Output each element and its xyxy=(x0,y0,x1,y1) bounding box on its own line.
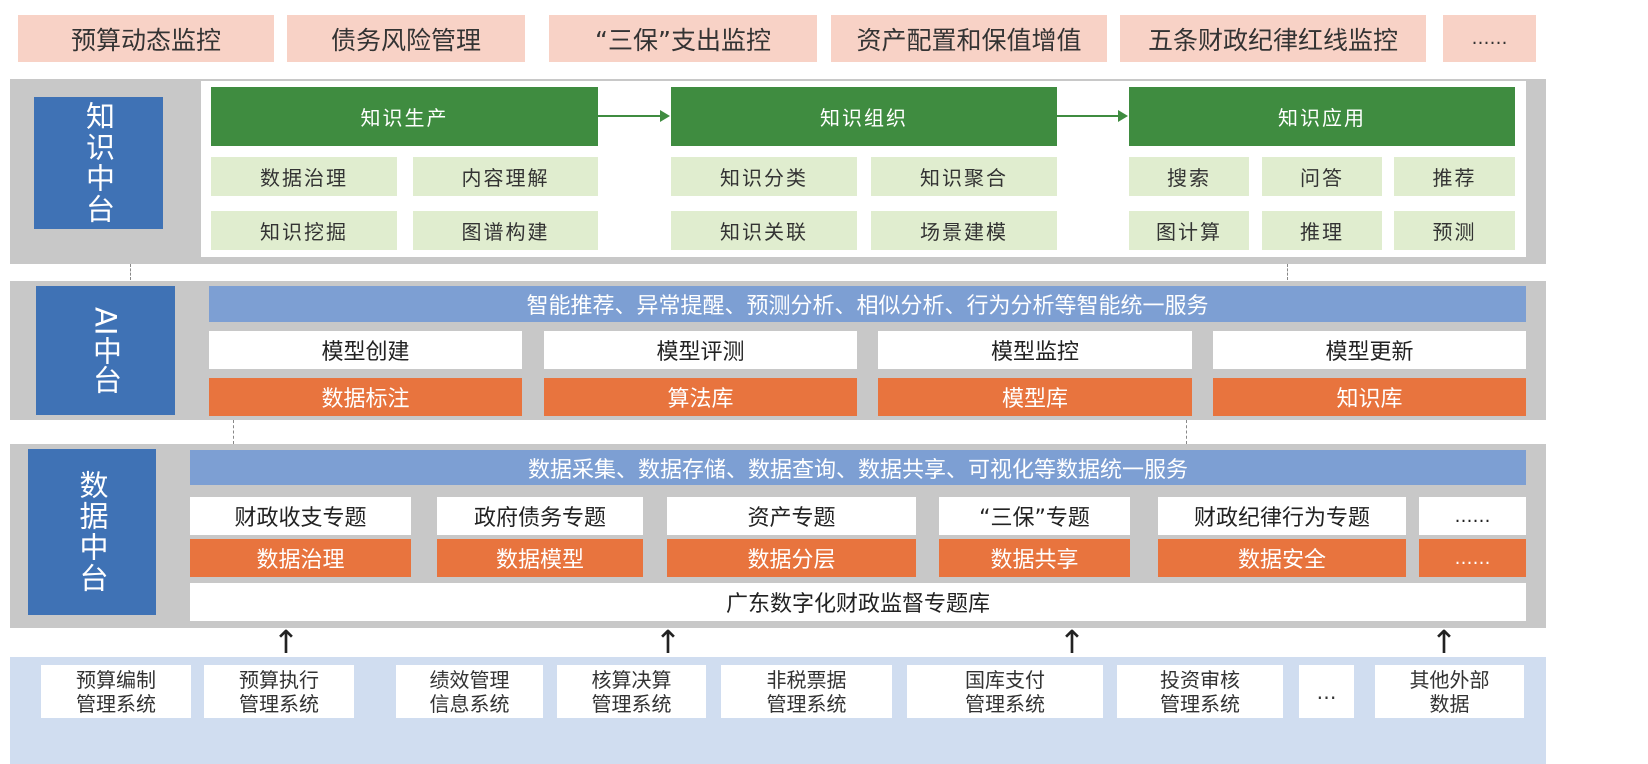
stage-item: 预测 xyxy=(1394,211,1515,250)
knowledge-platform-label: 知识中台 xyxy=(34,97,163,229)
model-cell: 模型更新 xyxy=(1213,331,1526,369)
stage-header-knowledge-application: 知识应用 xyxy=(1129,87,1515,146)
source-line: 管理系统 xyxy=(239,691,319,716)
function-cell: 数据治理 xyxy=(190,539,411,577)
dashed-connector xyxy=(1186,420,1187,444)
up-arrow-icon: ↑ xyxy=(1430,623,1458,661)
topic-cell-more: …… xyxy=(1419,497,1526,535)
source-line: 预算执行 xyxy=(239,667,319,692)
base-cell: 知识库 xyxy=(1213,378,1526,416)
source-system-cell: 国库支付管理系统 xyxy=(907,665,1103,718)
data-service-bar: 数据采集、数据存储、数据查询、数据共享、可视化等数据统一服务 xyxy=(190,450,1526,485)
model-cell: 模型评测 xyxy=(544,331,857,369)
stage-item: 内容理解 xyxy=(413,157,598,196)
stage-item: 知识聚合 xyxy=(871,157,1057,196)
source-line: 管理系统 xyxy=(965,691,1045,716)
flow-arrow-icon xyxy=(1056,110,1128,122)
model-cell: 模型创建 xyxy=(209,331,522,369)
stage-item: 推荐 xyxy=(1394,157,1515,196)
source-system-cell: 其他外部数据 xyxy=(1375,665,1524,718)
top-item-asset-allocation: 资产配置和保值增值 xyxy=(831,15,1107,62)
up-arrow-icon: ↑ xyxy=(272,623,300,661)
source-system-cell: 核算决算管理系统 xyxy=(557,665,706,718)
function-cell: 数据安全 xyxy=(1158,539,1406,577)
topic-cell: 资产专题 xyxy=(667,497,916,535)
topic-cell: “三保”专题 xyxy=(939,497,1130,535)
source-line: 非税票据 xyxy=(766,667,847,692)
stage-item: 知识分类 xyxy=(671,157,857,196)
topic-cell: 财政收支专题 xyxy=(190,497,411,535)
source-line: 投资审核 xyxy=(1160,667,1240,692)
base-cell: 数据标注 xyxy=(209,378,522,416)
source-line: 信息系统 xyxy=(429,691,510,716)
function-cell: 数据模型 xyxy=(437,539,643,577)
stage-item: 场景建模 xyxy=(871,211,1057,250)
dashed-connector xyxy=(233,420,234,444)
source-line: 绩效管理 xyxy=(429,667,510,692)
source-line: 管理系统 xyxy=(766,691,847,716)
source-line: 管理系统 xyxy=(1160,691,1240,716)
up-arrow-icon: ↑ xyxy=(654,623,682,661)
source-system-cell: 投资审核管理系统 xyxy=(1117,665,1283,718)
source-line: 管理系统 xyxy=(76,691,156,716)
source-line: 国库支付 xyxy=(965,667,1045,692)
ai-label-suffix: 中台 xyxy=(88,335,123,394)
stage-header-knowledge-organization: 知识组织 xyxy=(671,87,1057,146)
function-cell-more: …… xyxy=(1419,539,1526,577)
source-line: 管理系统 xyxy=(591,691,672,716)
source-system-cell-more: … xyxy=(1299,665,1354,718)
source-line: 数据 xyxy=(1429,691,1470,716)
top-item-discipline-redline: 五条财政纪律红线监控 xyxy=(1120,15,1426,62)
top-item-more: …… xyxy=(1443,15,1536,62)
stage-item: 知识关联 xyxy=(671,211,857,250)
source-system-cell: 预算编制管理系统 xyxy=(41,665,191,718)
data-platform-label: 数据中台 xyxy=(28,449,156,615)
dashed-connector xyxy=(1287,264,1288,280)
up-arrow-icon: ↑ xyxy=(1058,623,1086,661)
source-line: 预算编制 xyxy=(76,667,156,692)
stage-item: 数据治理 xyxy=(211,157,397,196)
stage-item: 图计算 xyxy=(1129,211,1249,250)
stage-item: 图谱构建 xyxy=(413,211,598,250)
stage-header-knowledge-production: 知识生产 xyxy=(211,87,598,146)
source-system-cell: 非税票据管理系统 xyxy=(721,665,892,718)
topic-library-bar: 广东数字化财政监督专题库 xyxy=(190,583,1526,621)
topic-cell: 财政纪律行为专题 xyxy=(1158,497,1406,535)
stage-item: 搜索 xyxy=(1129,157,1249,196)
stage-item: 问答 xyxy=(1262,157,1382,196)
top-item-budget-monitor: 预算动态监控 xyxy=(18,15,274,62)
source-line: 核算决算 xyxy=(591,667,672,692)
source-system-cell: 绩效管理信息系统 xyxy=(396,665,543,718)
function-cell: 数据共享 xyxy=(939,539,1130,577)
ai-service-bar: 智能推荐、异常提醒、预测分析、相似分析、行为分析等智能统一服务 xyxy=(209,286,1526,322)
source-system-cell: 预算执行管理系统 xyxy=(204,665,354,718)
source-line: 其他外部 xyxy=(1409,667,1490,692)
stage-item: 知识挖掘 xyxy=(211,211,397,250)
flow-arrow-icon xyxy=(598,110,670,122)
ai-platform-label: AI 中台 xyxy=(36,286,175,415)
top-item-three-guarantees: “三保”支出监控 xyxy=(549,15,817,62)
top-item-debt-risk: 债务风险管理 xyxy=(287,15,525,62)
base-cell: 模型库 xyxy=(878,378,1192,416)
topic-cell: 政府债务专题 xyxy=(437,497,643,535)
function-cell: 数据分层 xyxy=(667,539,916,577)
stage-item: 推理 xyxy=(1262,211,1382,250)
dashed-connector xyxy=(130,264,131,280)
source-line: … xyxy=(1316,679,1337,704)
model-cell: 模型监控 xyxy=(878,331,1192,369)
ai-label-prefix: AI xyxy=(88,307,123,336)
base-cell: 算法库 xyxy=(544,378,857,416)
